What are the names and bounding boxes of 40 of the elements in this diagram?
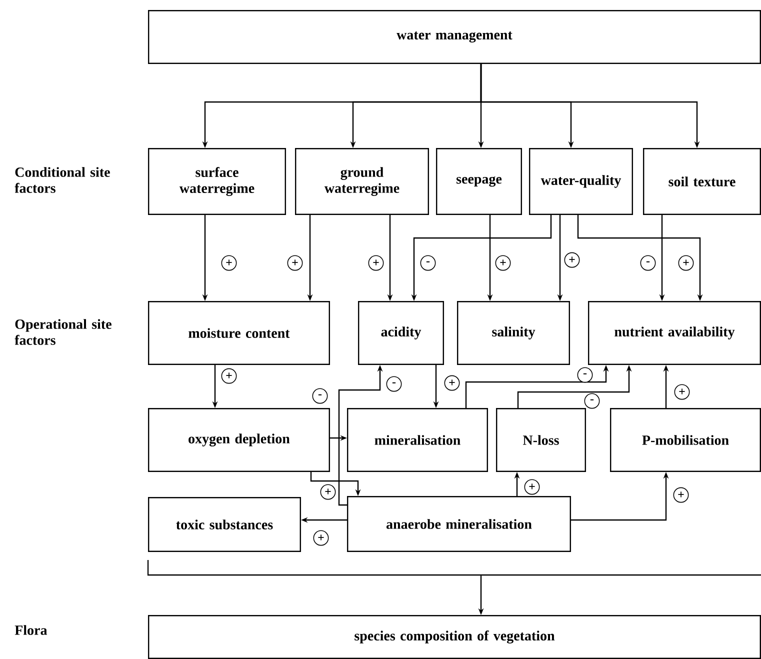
edge-label: + [678, 255, 694, 271]
factor-box: seepage [436, 148, 522, 215]
factor-box: salinity [457, 301, 570, 365]
row-label: Flora [14, 625, 48, 635]
edge-label: - [584, 393, 600, 409]
edge-label: + [444, 375, 460, 391]
edge-label: + [674, 384, 690, 400]
factor-box: water-quality [529, 148, 633, 215]
edge-label: + [368, 255, 384, 271]
edge-label: + [313, 530, 329, 546]
edge-label: + [287, 255, 303, 271]
factor-box: moisture content [148, 301, 330, 365]
factor-box: acidity [358, 301, 444, 365]
edge-label: + [495, 255, 511, 271]
bracket [147, 560, 761, 576]
factor-box: species composition of vegetation [148, 615, 761, 659]
factor-box: P-mobilisation [610, 408, 761, 472]
row-label: Operational site factors [14, 319, 112, 345]
edge-label: - [386, 376, 402, 392]
factor-box: mineralisation [347, 408, 488, 472]
edge-label: + [564, 252, 580, 268]
factor-box: water management [148, 10, 761, 64]
edge-label: + [673, 487, 689, 503]
factor-box: N-loss [496, 408, 586, 472]
edge-label: + [320, 484, 336, 500]
edge-label: - [420, 255, 436, 271]
factor-box: surface waterregime [148, 148, 286, 215]
factor-box: ground waterregime [295, 148, 429, 215]
edge-label: - [312, 388, 328, 404]
factor-box: toxic substances [148, 497, 301, 552]
factor-box: soil texture [643, 148, 761, 215]
factor-box: anaerobe mineralisation [347, 496, 571, 552]
edge-label: + [524, 479, 540, 495]
edge-label: - [577, 367, 593, 383]
edge-label: + [221, 368, 237, 384]
row-label: Conditional site factors [14, 167, 110, 193]
factor-box: nutrient availability [588, 301, 761, 365]
factor-box: oxygen depletion [148, 408, 330, 472]
edge-label: + [221, 255, 237, 271]
edge-label: - [640, 255, 656, 271]
